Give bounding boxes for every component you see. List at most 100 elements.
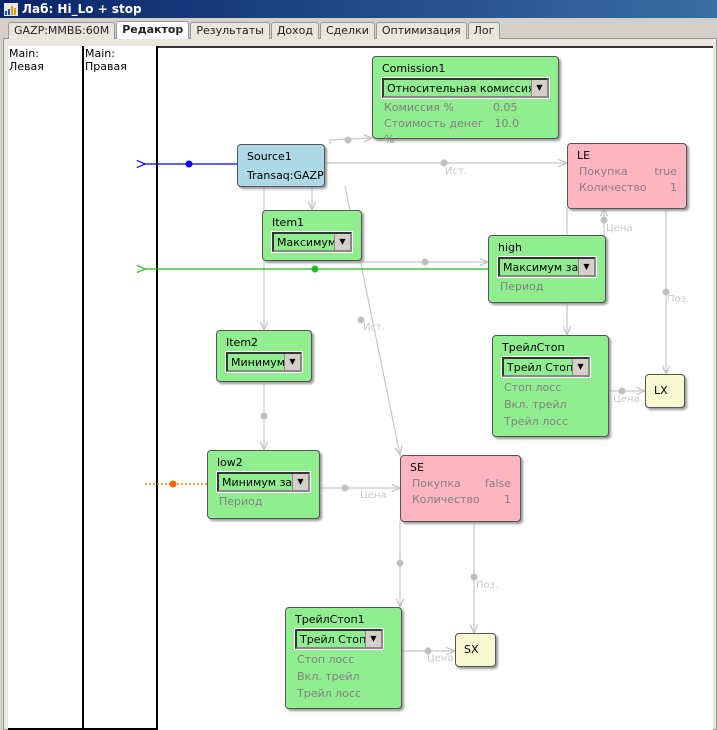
param-label: Стоп лосс: [504, 381, 562, 394]
select-value: Максимум за: [503, 261, 578, 274]
tab-results[interactable]: Результаты: [190, 22, 270, 39]
wire-label-pos: Поз.: [667, 294, 690, 305]
tab-bar: GAZP:ММВБ:60M Редактор Результаты Доход …: [8, 21, 501, 39]
param-commission[interactable]: Комиссия % 0.05: [382, 100, 549, 116]
param-buy[interactable]: Покупка true: [577, 164, 677, 180]
wire-label-price: Цена: [606, 223, 633, 234]
node-title: Item2: [226, 336, 259, 349]
param-quantity[interactable]: Количество 1: [577, 180, 677, 196]
param-label: Вкл. трейл: [504, 398, 567, 411]
function-select[interactable]: Максимум за▼: [497, 256, 597, 278]
node-trailstop1[interactable]: ТрейлСтоп1 Трейл Стоп▼ Стоп лосс Вкл. тр…: [285, 607, 402, 709]
wire-source-comission: [329, 138, 372, 144]
param-value: true: [654, 165, 677, 178]
window-title: Лаб: Hi_Lo + stop: [22, 2, 142, 16]
node-item1[interactable]: Item1 Максимум▼: [262, 210, 362, 261]
node-title: LX: [654, 384, 668, 397]
node-source1[interactable]: Source1 Transaq:GAZP: [237, 144, 325, 187]
node-title: high: [498, 241, 522, 254]
dropdown-arrow-icon: ▼: [531, 80, 547, 96]
node-item2[interactable]: Item2 Минимум▼: [216, 330, 312, 382]
param-stop-loss[interactable]: Стоп лосс: [502, 379, 599, 396]
param-period[interactable]: Период: [498, 279, 596, 295]
node-sx[interactable]: SX: [455, 633, 496, 667]
panel-right[interactable]: Main: Правая: [82, 46, 158, 730]
tab-chart[interactable]: GAZP:ММВБ:60M: [8, 22, 116, 39]
select-value: Минимум: [231, 356, 284, 369]
select-value: Максимум: [277, 236, 334, 249]
function-select[interactable]: Минимум▼: [225, 351, 303, 373]
tab-optimization[interactable]: Оптимизация: [375, 22, 467, 39]
param-label: Покупка: [579, 165, 628, 178]
param-label: Трейл лосс: [297, 687, 362, 700]
wire-label-pos: Поз.: [476, 580, 499, 591]
param-label: Комиссия %: [384, 101, 454, 114]
param-label: Стоимость денег %: [384, 117, 484, 146]
wire-label-ist: Ист.: [363, 322, 385, 333]
select-value: Минимум за: [222, 476, 292, 489]
param-stop-loss[interactable]: Стоп лосс: [295, 651, 392, 668]
tab-deals[interactable]: Сделки: [320, 22, 375, 39]
param-trail-on[interactable]: Вкл. трейл: [295, 668, 392, 685]
dropdown-arrow-icon: ▼: [365, 631, 381, 647]
function-select[interactable]: Трейл Стоп▼: [294, 628, 384, 650]
wire-label-price: Цена: [360, 490, 387, 501]
param-label: Стоп лосс: [297, 653, 355, 666]
node-comission1[interactable]: Comission1 Относительная комиссия▼ Комис…: [372, 56, 559, 146]
node-title: Comission1: [382, 62, 446, 75]
select-value: Трейл Стоп: [507, 361, 572, 374]
select-value: Трейл Стоп: [300, 633, 365, 646]
app-icon: [4, 2, 18, 16]
param-label: Период: [500, 280, 544, 293]
param-label: Трейл лосс: [504, 415, 569, 428]
dropdown-arrow-icon: ▼: [572, 359, 588, 375]
param-money-cost[interactable]: Стоимость денег % 10.0: [382, 116, 549, 148]
param-value: 1: [504, 493, 511, 506]
tab-editor[interactable]: Редактор: [116, 21, 190, 39]
source-instrument: Transaq:GAZP: [247, 169, 324, 182]
node-title: Source1: [247, 150, 292, 163]
param-label: Количество: [412, 493, 480, 506]
dropdown-arrow-icon: ▼: [292, 474, 308, 490]
commission-type-select[interactable]: Относительная комиссия▼: [381, 77, 550, 99]
panel-left-line2: Левая: [9, 60, 44, 73]
node-title: ТрейлСтоп: [502, 341, 565, 354]
function-select[interactable]: Максимум▼: [271, 231, 353, 253]
panel-left-line1: Main:: [9, 47, 39, 60]
param-period[interactable]: Период: [217, 494, 310, 510]
tab-log[interactable]: Лог: [467, 22, 501, 39]
node-high[interactable]: high Максимум за▼ Период: [488, 235, 606, 303]
param-value: 10.0: [494, 117, 519, 130]
dropdown-arrow-icon: ▼: [284, 354, 300, 370]
node-title: ТрейлСтоп1: [295, 613, 365, 626]
select-value: Относительная комиссия: [387, 82, 531, 95]
param-value: 1: [670, 181, 677, 194]
dropdown-arrow-icon: ▼: [334, 234, 350, 250]
param-trail-on[interactable]: Вкл. трейл: [502, 396, 599, 413]
node-lx[interactable]: LX: [645, 374, 685, 408]
function-select[interactable]: Минимум за▼: [216, 471, 311, 493]
param-value: false: [484, 477, 511, 490]
param-label: Вкл. трейл: [297, 670, 360, 683]
param-label: Количество: [579, 181, 647, 194]
param-trail-loss[interactable]: Трейл лосс: [295, 685, 392, 702]
tab-income[interactable]: Доход: [270, 22, 319, 39]
param-label: Период: [219, 495, 263, 508]
param-quantity[interactable]: Количество 1: [410, 492, 511, 508]
param-trail-loss[interactable]: Трейл лосс: [502, 413, 599, 430]
node-trailstop[interactable]: ТрейлСтоп Трейл Стоп▼ Стоп лосс Вкл. тре…: [492, 335, 609, 437]
function-select[interactable]: Трейл Стоп▼: [501, 356, 591, 378]
param-value: 0.05: [493, 101, 518, 114]
param-label: Покупка: [412, 477, 461, 490]
wire-label-price: Цена: [613, 394, 640, 405]
node-title: Item1: [272, 216, 305, 229]
node-title: SX: [464, 643, 479, 656]
param-buy[interactable]: Покупка false: [410, 476, 511, 492]
dropdown-arrow-icon: ▼: [578, 259, 594, 275]
panel-right-line2: Правая: [85, 60, 127, 73]
node-low2[interactable]: low2 Минимум за▼ Период: [207, 450, 320, 519]
title-bar: Лаб: Hi_Lo + stop: [0, 0, 717, 18]
wire-label-ist: Ист.: [445, 166, 467, 177]
